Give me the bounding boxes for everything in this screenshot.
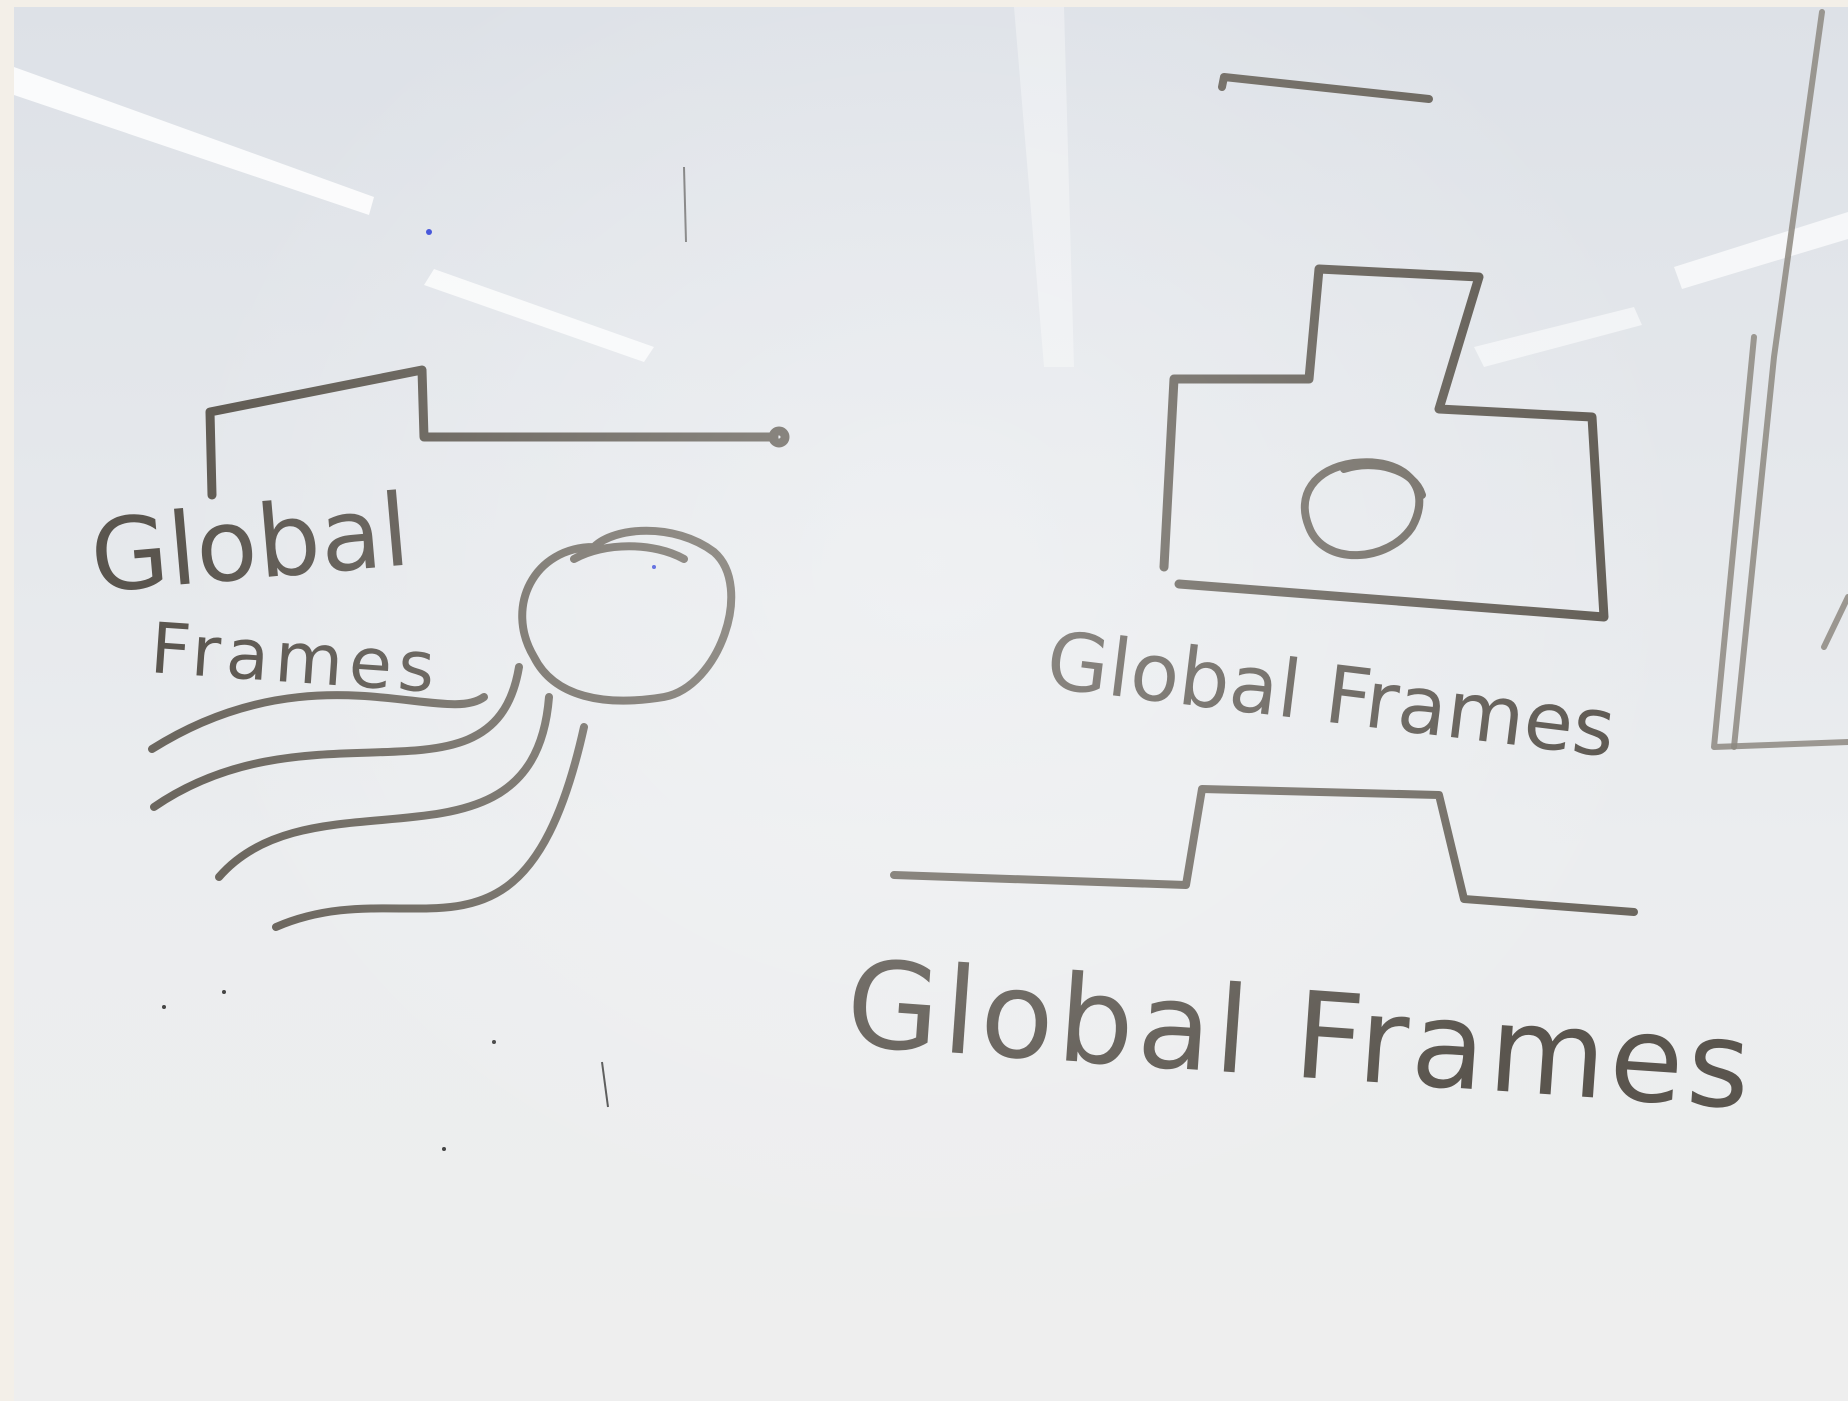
marker-specks bbox=[162, 166, 687, 1151]
sketch-1-line1: Global bbox=[86, 472, 414, 616]
light-reflections bbox=[14, 7, 1848, 367]
whiteboard-drawing: Global Frames Glob bbox=[14, 7, 1848, 1151]
sketch-2-title: Global Frames bbox=[1042, 614, 1621, 776]
sketch-3-logo: Global Frames bbox=[842, 785, 1759, 1137]
top-dash bbox=[1218, 73, 1433, 103]
sun-over-waves-icon bbox=[148, 526, 736, 931]
roof-line bbox=[205, 365, 779, 500]
camera-icon bbox=[1159, 264, 1609, 622]
edge-partial-sketch bbox=[1711, 9, 1848, 750]
frame-line-icon bbox=[890, 785, 1638, 916]
sketch-3-title: Global Frames bbox=[842, 935, 1759, 1137]
whiteboard: Global Frames Glob bbox=[14, 7, 1848, 1401]
sketch-1-line2: Frames bbox=[148, 607, 444, 709]
sketch-1-logo: Global Frames bbox=[86, 365, 790, 931]
sketch-2-logo: Global Frames bbox=[1042, 73, 1621, 776]
